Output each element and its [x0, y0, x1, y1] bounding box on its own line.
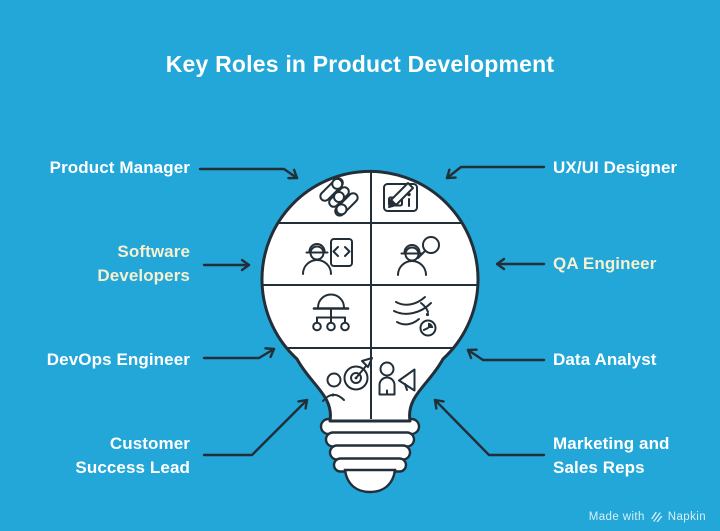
sliders-icon: [319, 177, 359, 217]
arrow-customer-success-lead: [202, 398, 309, 457]
label-data-analyst: Data Analyst: [553, 350, 657, 369]
bulb-screw-base: [319, 417, 421, 494]
page-title: Key Roles in Product Development: [165, 51, 555, 77]
arrow-devops-engineer: [202, 347, 276, 360]
label-devops-engineer: DevOps Engineer: [46, 350, 190, 369]
label-customer-success-lead: Customer Success Lead: [75, 434, 190, 477]
developer-code-doc-icon: [302, 238, 353, 275]
watermark: Made with Napkin: [589, 510, 706, 523]
person-megaphone-icon: [378, 361, 416, 396]
data-flow-clock-icon: [393, 296, 437, 337]
watermark-brand: Napkin: [667, 510, 706, 523]
label-product-manager: Product Manager: [49, 158, 190, 177]
arrow-ux-ui-designer: [445, 165, 546, 180]
lightbulb-illustration: [260, 169, 480, 494]
label-software-developers: Software Developers: [97, 242, 190, 285]
label-qa-engineer: QA Engineer: [553, 254, 657, 273]
qa-magnifier-icon: [397, 236, 440, 276]
devops-hardhat-network-icon: [312, 293, 350, 332]
bulb-grid-lines: [262, 172, 478, 419]
label-marketing-sales-reps: Marketing and Sales Reps: [553, 434, 670, 477]
arrow-marketing-sales-reps: [433, 398, 546, 457]
design-tablet-pencil-icon: [383, 182, 418, 212]
arrow-data-analyst: [466, 348, 546, 362]
napkin-logo-icon: [651, 511, 662, 523]
customer-target-icon: [322, 357, 373, 402]
label-ux-ui-designer: UX/UI Designer: [553, 158, 678, 177]
watermark-made-with: Made with: [588, 510, 645, 523]
arrow-product-manager: [198, 167, 299, 180]
